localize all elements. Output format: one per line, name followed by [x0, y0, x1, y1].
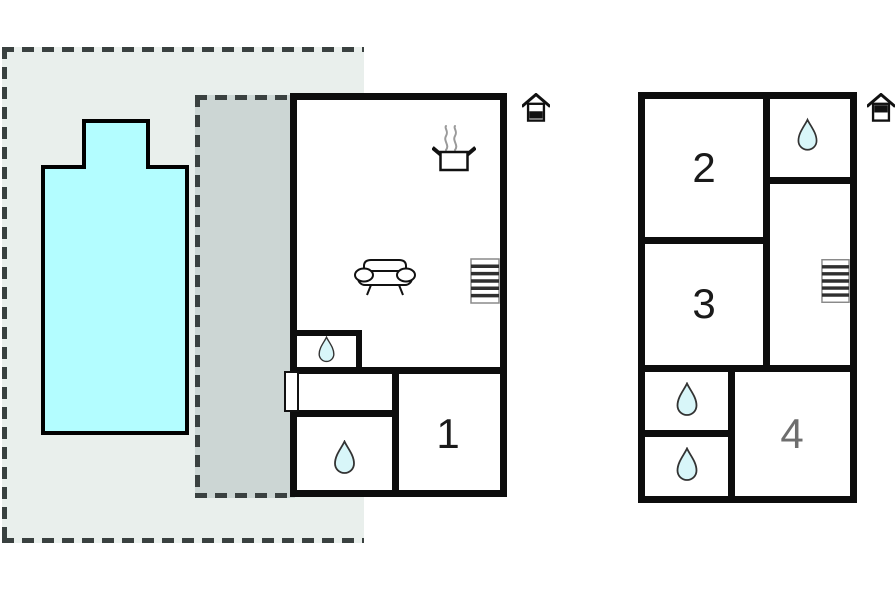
- interior-wall: [645, 237, 770, 244]
- water-drop-icon: [676, 447, 698, 481]
- terrace-area: [195, 95, 295, 498]
- interior-wall: [645, 430, 735, 437]
- interior-wall: [728, 365, 735, 496]
- interior-wall: [392, 367, 399, 490]
- room-label-1: 1: [436, 410, 460, 457]
- interior-wall: [763, 99, 770, 372]
- stove-icon: [432, 125, 476, 172]
- interior-wall: [297, 330, 362, 336]
- sofa-icon: [354, 259, 416, 296]
- water-drop-icon: [797, 117, 818, 151]
- water-drop-icon: [318, 336, 335, 363]
- stairs-icon: [470, 258, 500, 304]
- upper-floor-plan: 2 3 4: [638, 92, 857, 503]
- room-label-2: 2: [692, 144, 716, 191]
- stairs-icon: [821, 259, 850, 303]
- entrance-door: [284, 371, 299, 412]
- ground-floor-plan: 1: [284, 93, 507, 497]
- room-label-3: 3: [692, 280, 716, 327]
- room-label-4: 4: [780, 410, 804, 457]
- interior-wall: [356, 330, 362, 373]
- interior-wall: [763, 177, 850, 184]
- ground-floor-house-icon: [522, 93, 550, 122]
- interior-wall: [645, 365, 850, 372]
- swimming-pool: [41, 119, 189, 435]
- water-drop-icon: [676, 382, 698, 416]
- pool-shape: [41, 119, 189, 435]
- upper-floor-house-icon: [867, 93, 895, 122]
- water-drop-icon: [334, 440, 355, 474]
- interior-wall: [297, 410, 398, 417]
